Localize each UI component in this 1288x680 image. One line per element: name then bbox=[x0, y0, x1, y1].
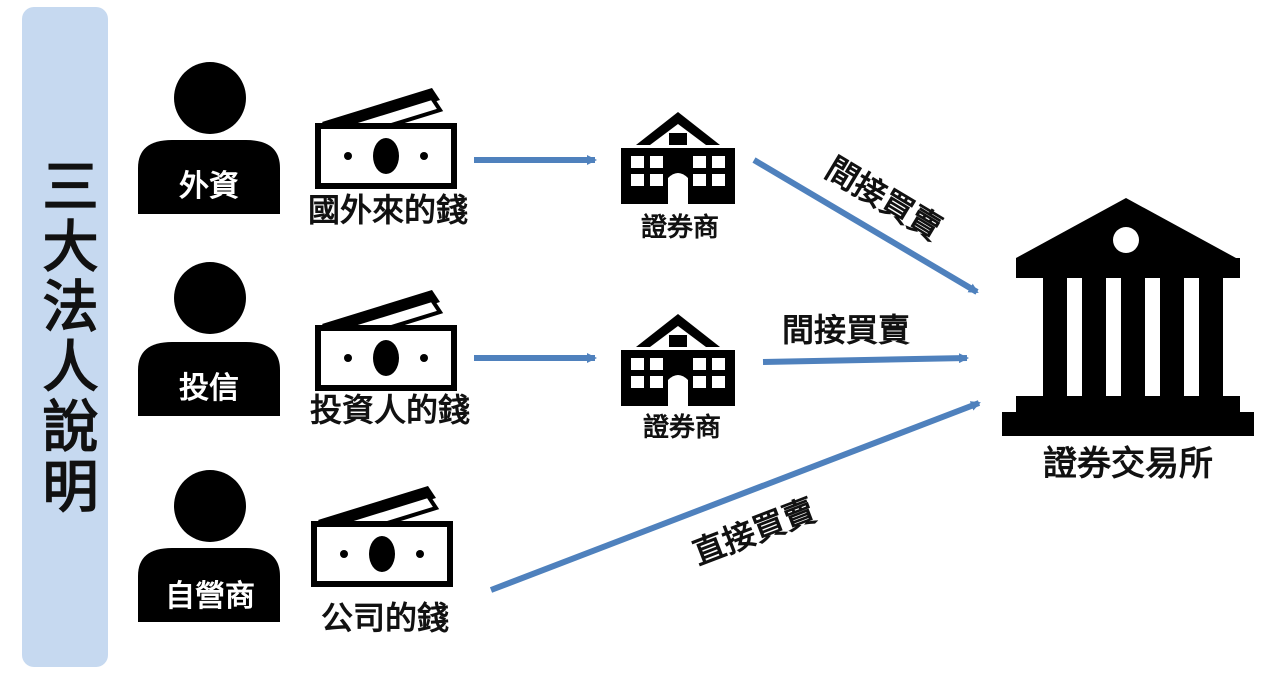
arrow-broker2-to-exchange bbox=[762, 353, 969, 365]
trade-label-direct: 直接買賣 bbox=[687, 491, 820, 572]
exchange-label: 證券交易所 bbox=[1043, 444, 1213, 484]
page-title: 三大法人說明 bbox=[33, 157, 98, 517]
school-building-icon bbox=[621, 314, 735, 406]
investor-name-foreign: 外資 bbox=[179, 169, 239, 204]
broker-label-1: 證券商 bbox=[641, 212, 719, 243]
money-label-dealer: 公司的錢 bbox=[321, 599, 449, 637]
money-stack-icon bbox=[315, 290, 457, 391]
title-panel: 三大法人說明 bbox=[22, 7, 108, 667]
money-label-trust: 投資人的錢 bbox=[310, 391, 470, 429]
trade-label-indirect-1: 間接買賣 bbox=[819, 149, 948, 248]
money-stack-icon bbox=[311, 486, 453, 587]
broker-label-2: 證券商 bbox=[643, 412, 721, 443]
money-stack-icon bbox=[315, 88, 457, 189]
bank-building-icon bbox=[1002, 198, 1254, 436]
investor-name-trust: 投信 bbox=[179, 371, 239, 406]
person-icon bbox=[138, 470, 280, 622]
arrow-dealer-to-exchange bbox=[489, 400, 981, 593]
arrow-broker1-to-exchange bbox=[752, 157, 979, 295]
person-icon bbox=[138, 262, 280, 416]
school-building-icon bbox=[621, 112, 735, 204]
investor-name-dealer: 自營商 bbox=[165, 579, 255, 614]
money-label-foreign: 國外來的錢 bbox=[308, 191, 468, 229]
trade-label-indirect-2: 間接買賣 bbox=[782, 311, 910, 349]
person-icon bbox=[138, 62, 280, 214]
